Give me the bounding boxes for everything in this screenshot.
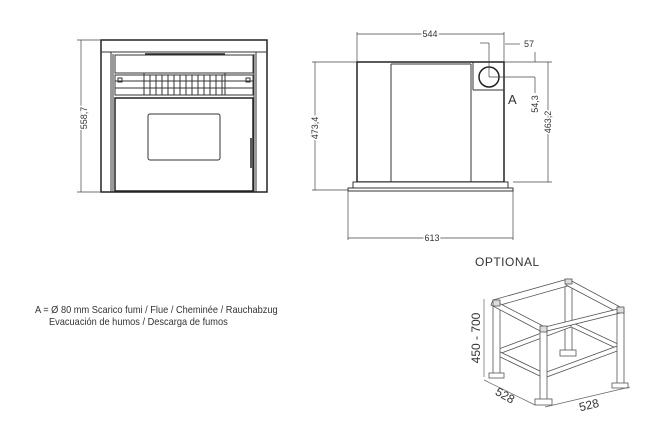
stand-depth-label: 528 [493, 384, 518, 406]
flue-legend-line1: A = Ø 80 mm Scarico fumi / Flue / Chemin… [35, 304, 278, 316]
side-width-label: 544 [422, 29, 437, 39]
front-view [77, 39, 268, 193]
stand-width-label: 528 [578, 396, 601, 415]
front-height-label: 558,7 [79, 107, 89, 130]
base-width-label: 613 [424, 233, 439, 243]
side-view [312, 32, 552, 240]
side-height-right-label: 463,2 [543, 111, 553, 134]
flue-height-offset-label: 54,3 [530, 95, 540, 113]
flue-marker-label: A [508, 92, 517, 107]
optional-stand [488, 278, 629, 406]
stove-door [114, 97, 254, 192]
flue-legend-line2: Evacuación de humos / Descarga de fumos [49, 316, 228, 328]
stand-height-label: 450 - 700 [469, 312, 483, 363]
side-height-left-label: 473,4 [310, 117, 320, 140]
flue-offset-label: 57 [524, 39, 534, 49]
grille [114, 73, 254, 96]
stand-dimension-lines [483, 299, 631, 408]
stand-title: OPTIONAL [475, 255, 540, 269]
door-window [147, 113, 221, 161]
